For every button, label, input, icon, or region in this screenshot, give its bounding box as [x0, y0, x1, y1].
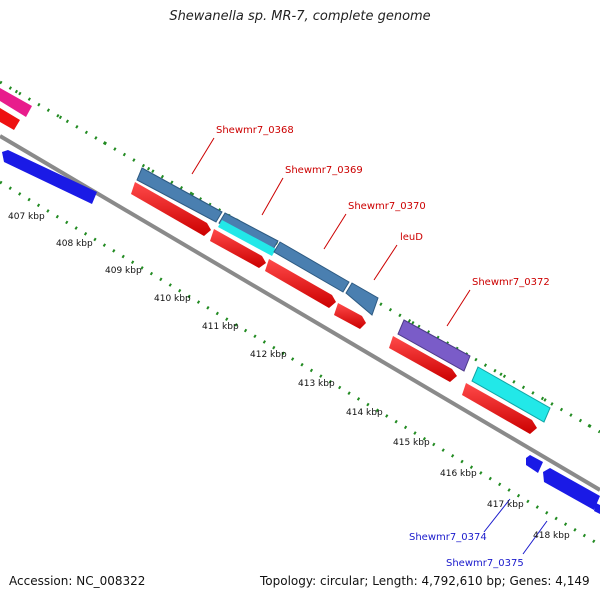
- tick-label-418: 418 kbp: [533, 531, 570, 541]
- tick-label-414: 414 kbp: [346, 408, 383, 418]
- gene-purple-0372[interactable]: [397, 319, 471, 372]
- gene-steelblue-leuD[interactable]: [345, 282, 379, 316]
- gene-label-shewmr7-0370[interactable]: Shewmr7_0370: [348, 201, 426, 212]
- gene-label-shewmr7-0375[interactable]: Shewmr7_0375: [446, 558, 524, 569]
- gene-red-0368[interactable]: [131, 182, 211, 236]
- gene-cyan-0369[interactable]: [218, 220, 276, 256]
- tick-label-409: 409 kbp: [105, 266, 142, 276]
- gene-red-leuD[interactable]: [334, 303, 366, 329]
- gene-steelblue-0368[interactable]: [136, 167, 223, 223]
- tick-label-407: 407 kbp: [8, 212, 45, 222]
- genome-backbone: [0, 134, 600, 492]
- tick-label-417: 417 kbp: [487, 500, 524, 510]
- tick-label-413: 413 kbp: [298, 379, 335, 389]
- tick-label-416: 416 kbp: [440, 469, 477, 479]
- gene-red-0372[interactable]: [389, 336, 457, 382]
- tick-label-412: 412 kbp: [250, 350, 287, 360]
- gene-red-0370[interactable]: [265, 259, 336, 308]
- gene-blue-0375[interactable]: [543, 468, 600, 510]
- gene-red-edge[interactable]: [0, 108, 20, 130]
- gene-label-shewmr7-0368[interactable]: Shewmr7_0368: [216, 125, 294, 136]
- gene-blue-0374[interactable]: [526, 455, 543, 473]
- tick-label-408: 408 kbp: [56, 239, 93, 249]
- gene-magenta-edge[interactable]: [0, 88, 32, 117]
- inner-dot-track: [0, 180, 600, 547]
- gene-label-shewmr7-0374[interactable]: Shewmr7_0374: [409, 532, 487, 543]
- gene-blue-edge[interactable]: [594, 503, 600, 514]
- gene-blue-407[interactable]: [2, 150, 97, 204]
- genome-summary-text: Topology: circular; Length: 4,792,610 bp…: [260, 574, 590, 588]
- label-leader-lines: [191, 137, 548, 555]
- tick-label-411: 411 kbp: [202, 322, 239, 332]
- accession-text: Accession: NC_008322: [9, 574, 146, 588]
- map-title: Shewanella sp. MR-7, complete genome: [169, 9, 431, 24]
- tick-label-410: 410 kbp: [154, 294, 191, 304]
- gene-label-shewmr7-0372[interactable]: Shewmr7_0372: [472, 277, 550, 288]
- gene-red-0369[interactable]: [210, 229, 266, 268]
- gene-cyan-0373[interactable]: [471, 366, 551, 423]
- tick-label-415: 415 kbp: [393, 438, 430, 448]
- gene-steelblue-0370[interactable]: [273, 241, 350, 293]
- gene-red-0373[interactable]: [462, 383, 537, 434]
- gene-label-shewmr7-0369[interactable]: Shewmr7_0369: [285, 165, 363, 176]
- gene-label-leud[interactable]: leuD: [400, 232, 423, 243]
